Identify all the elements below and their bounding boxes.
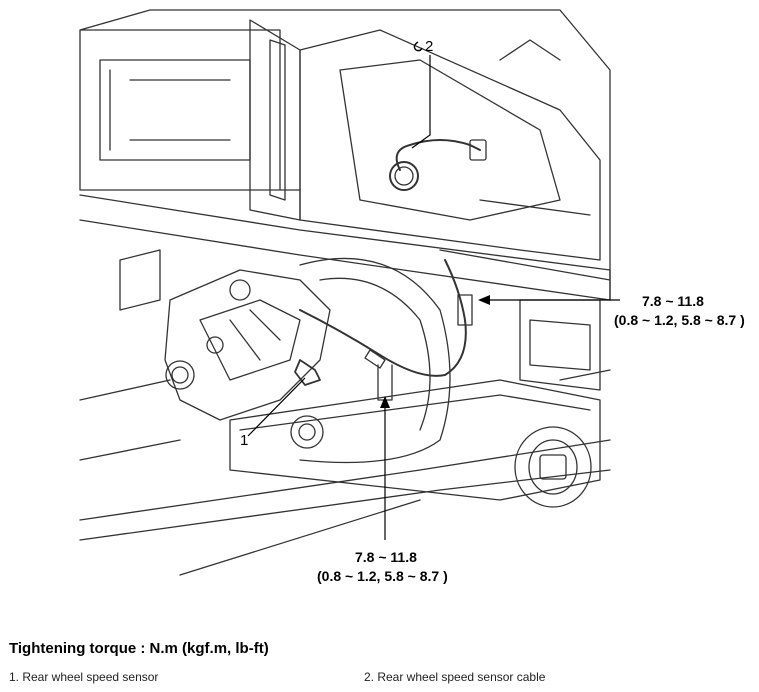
torque-callout-bottom-line2: (0.8 ~ 1.2, 5.8 ~ 8.7 ) bbox=[317, 568, 448, 584]
arrow-torque-right bbox=[478, 295, 490, 305]
trailing-arm bbox=[229, 379, 601, 501]
torque-callout-right-line2: (0.8 ~ 1.2, 5.8 ~ 8.7 ) bbox=[614, 312, 745, 328]
wheel-speed-sensor bbox=[294, 359, 321, 386]
rear-suspension-diagram bbox=[79, 9, 620, 576]
arrow-torque-bottom bbox=[380, 396, 390, 408]
upper-cable bbox=[395, 139, 481, 171]
torque-callout-bottom-line1: 7.8 ~ 11.8 bbox=[355, 549, 417, 565]
backing-plate bbox=[299, 257, 451, 464]
leader-part-2 bbox=[411, 55, 431, 149]
callout-part-2: 2 bbox=[425, 38, 434, 55]
torque-heading: Tightening torque : N.m (kgf.m, lb-ft) bbox=[9, 640, 269, 657]
callout-part-1: 1 bbox=[240, 432, 249, 449]
legend-item-2: 2. Rear wheel speed sensor cable bbox=[364, 670, 546, 684]
rear-bushing bbox=[514, 426, 592, 508]
cross-member bbox=[79, 194, 611, 301]
clip-icon bbox=[413, 41, 423, 52]
torque-callout-right-line1: 7.8 ~ 11.8 bbox=[642, 293, 704, 309]
leader-part-1 bbox=[247, 377, 306, 437]
sensor-cable bbox=[299, 259, 467, 377]
legend-item-1: 1. Rear wheel speed sensor bbox=[9, 670, 159, 684]
body-panel-outline bbox=[79, 9, 611, 301]
knuckle bbox=[164, 269, 331, 421]
